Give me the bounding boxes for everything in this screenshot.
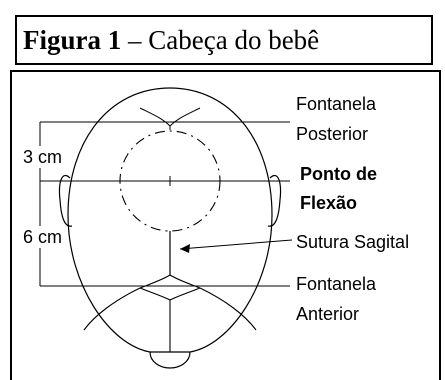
anterior-fontanelle	[139, 274, 201, 301]
baby-head-diagram: 3 cm 6 cm Fontanela Posterior Ponto de F…	[23, 87, 410, 369]
suture-label: Sutura Sagital	[296, 232, 409, 252]
chin-outline	[149, 351, 191, 369]
title-separator: –	[121, 24, 149, 55]
suture-arrow	[179, 239, 293, 250]
figure-title: Figura 1 – Cabeça do bebê	[15, 15, 433, 65]
posterior-label-line2: Posterior	[296, 124, 368, 144]
figure-number: Figura 1	[23, 24, 122, 55]
flexion-label-line1: Ponto de	[300, 164, 377, 184]
right-ear	[267, 174, 282, 227]
posterior-label-line1: Fontanela	[296, 94, 377, 114]
figure-caption: Cabeça do bebê	[148, 24, 320, 55]
posterior-fontanelle	[139, 107, 201, 127]
lower-dimension: 6 cm	[23, 227, 62, 247]
anterior-label-line1: Fontanela	[296, 274, 377, 294]
upper-dimension: 3 cm	[23, 147, 62, 167]
anterior-label-line2: Anterior	[296, 304, 359, 324]
figure-frame	[10, 70, 441, 380]
left-ear	[58, 174, 73, 227]
flexion-label-line2: Flexão	[300, 193, 357, 213]
